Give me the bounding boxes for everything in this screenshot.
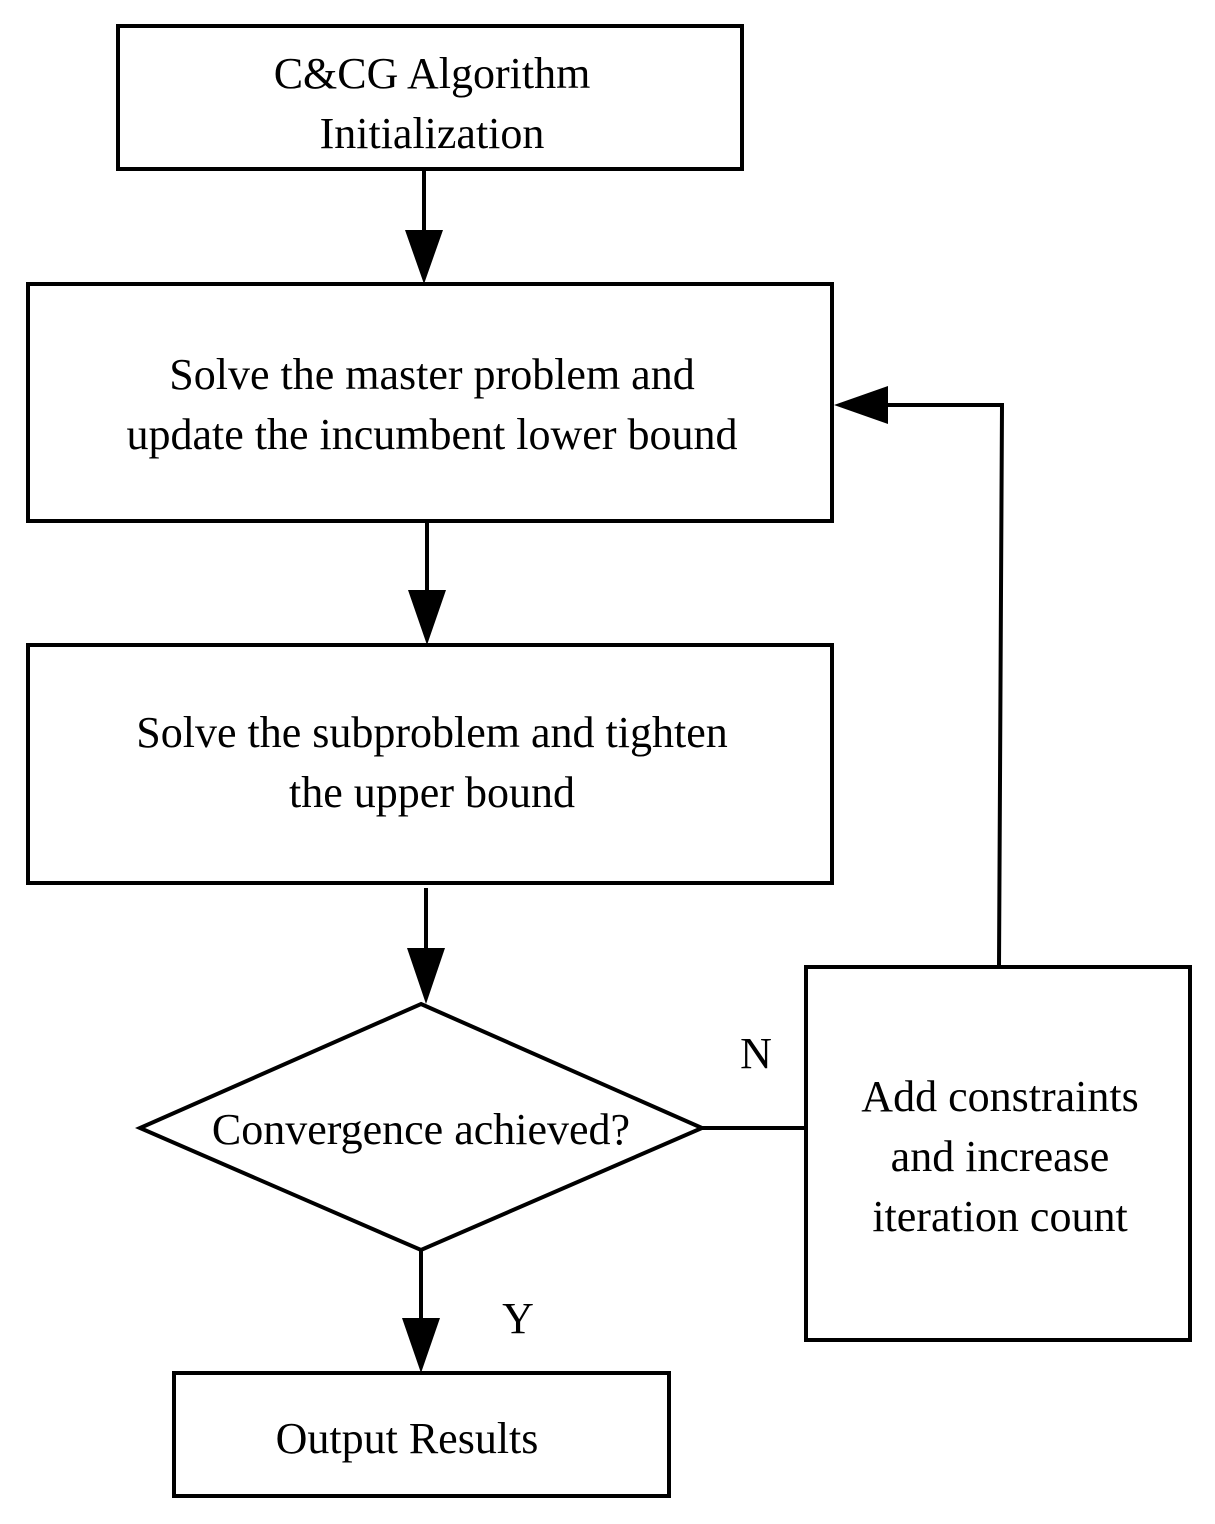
add-box (804, 965, 1192, 1342)
arrow-sub-to-decision (407, 888, 445, 1004)
edge-no: N (702, 1029, 806, 1130)
master-line-1: Solve the master problem and (169, 350, 694, 399)
arrow-init-to-master (405, 169, 443, 284)
output-node: Output Results (172, 1371, 671, 1498)
init-line-1: C&CG Algorithm (274, 49, 591, 98)
master-box (26, 282, 834, 523)
init-box (116, 24, 744, 171)
output-label: Output Results (276, 1414, 539, 1463)
sub-node: Solve the subproblem and tighten the upp… (26, 643, 834, 885)
master-line-2: update the incumbent lower bound (127, 410, 738, 459)
sub-line-1: Solve the subproblem and tighten (136, 708, 727, 757)
add-node: Add constraints and increase iteration c… (804, 965, 1192, 1342)
output-box (172, 1371, 671, 1498)
arrow-feedback-to-master (834, 386, 1005, 968)
no-label: N (740, 1029, 772, 1078)
init-node: C&CG Algorithm Initialization (116, 24, 744, 171)
add-line-2: and increase (891, 1132, 1110, 1181)
sub-line-2: the upper bound (289, 768, 575, 817)
init-line-2: Initialization (320, 109, 545, 158)
add-line-1: Add constraints (861, 1072, 1138, 1121)
decision-label: Convergence achieved? (212, 1105, 630, 1154)
master-node: Solve the master problem and update the … (26, 282, 834, 523)
sub-box (26, 643, 834, 885)
arrow-yes-to-output: Y (402, 1250, 534, 1373)
yes-label: Y (502, 1294, 534, 1343)
arrow-master-to-sub (408, 521, 446, 645)
decision-node: Convergence achieved? (135, 1001, 707, 1253)
add-line-3: iteration count (872, 1192, 1127, 1241)
